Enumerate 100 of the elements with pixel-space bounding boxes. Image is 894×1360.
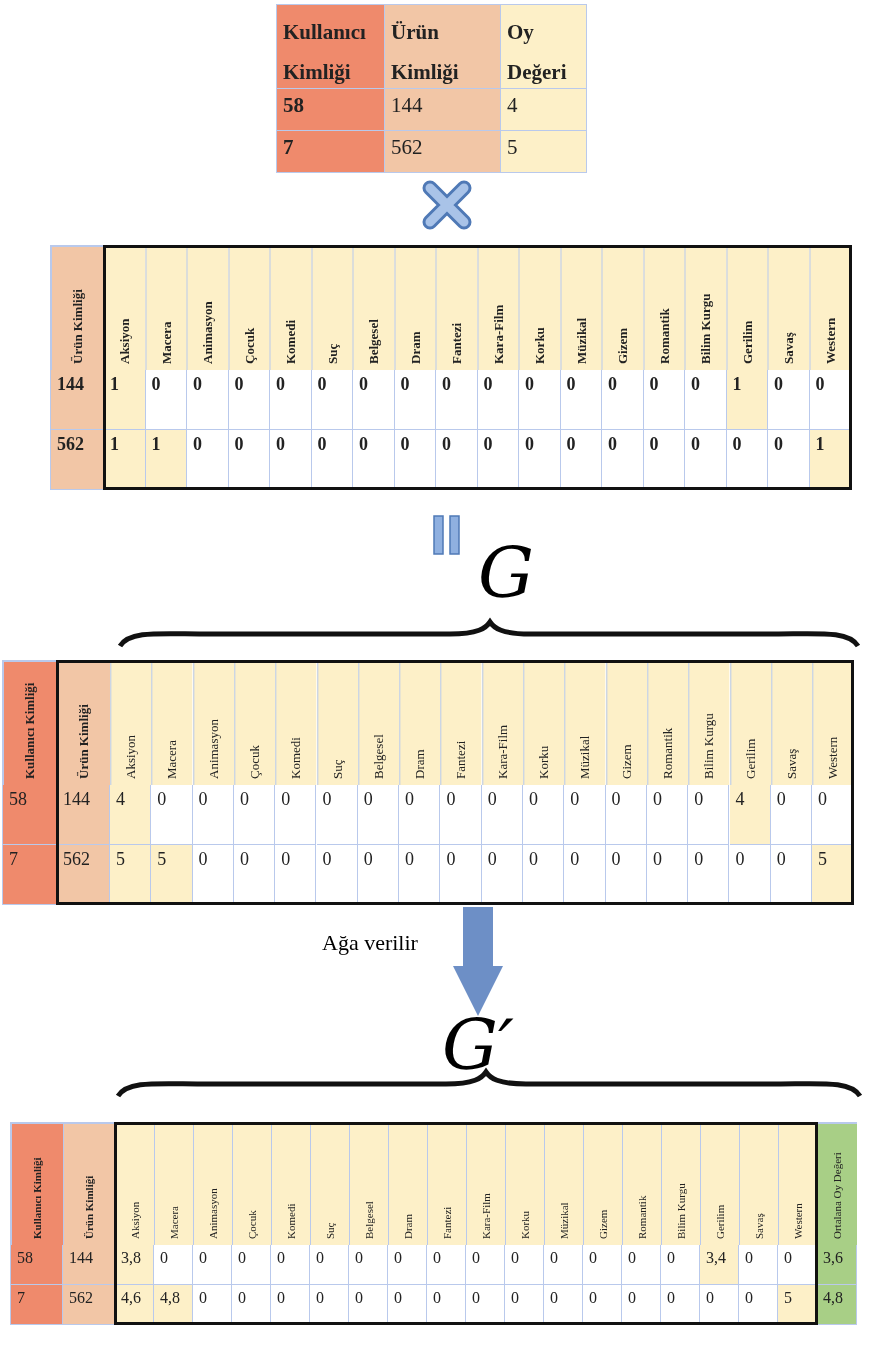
column-header: Western (809, 246, 851, 370)
table-cell: 144 (63, 1245, 115, 1285)
math-symbol: G (478, 538, 534, 608)
table-cell: 0 (310, 1245, 349, 1285)
column-header: Aksiyon (115, 1123, 154, 1245)
column-header: Savaş (739, 1123, 778, 1245)
column-header: Romantik (622, 1123, 661, 1245)
column-header: Western (778, 1123, 817, 1245)
column-header: Kullanıcı Kimliği (277, 5, 385, 89)
table-cell: 0 (399, 785, 441, 845)
column-header: Korku (505, 1123, 544, 1245)
math-symbol: G′ (442, 1010, 514, 1080)
column-header: Animasyon (193, 1123, 232, 1245)
table-cell: 5 (501, 131, 587, 173)
table-cell: 562 (57, 845, 110, 905)
column-header: Animasyon (187, 246, 229, 370)
table-cell: 0 (440, 785, 482, 845)
table-cell: 144 (385, 89, 501, 131)
column-header: Gizem (602, 246, 644, 370)
table-cell: 0 (311, 370, 353, 430)
table-cell: 7 (11, 1285, 63, 1325)
column-header: Macera (154, 1123, 193, 1245)
table-cell: 0 (602, 370, 644, 430)
table-cell: 3,6 (817, 1245, 857, 1285)
column-header: Oy Değeri (501, 5, 587, 89)
column-header: Ürün Kimliği (57, 661, 110, 785)
column-header: Bilim Kurgu (685, 246, 727, 370)
table-cell: 0 (151, 785, 193, 845)
table-cell: 0 (349, 1245, 388, 1285)
table-cell: 0 (466, 1245, 505, 1285)
table-cell: 0 (481, 785, 523, 845)
column-header: Savaş (770, 661, 813, 785)
column-header: Suç (311, 246, 353, 370)
column-header: Kara-Film (466, 1123, 505, 1245)
data-table (10, 1122, 857, 1325)
table-cell: 0 (688, 785, 730, 845)
column-header: Belgesel (349, 1123, 388, 1245)
table-cell: 0 (353, 370, 395, 430)
table-cell: 0 (622, 1245, 661, 1285)
column-header: Ürün Kimliği (63, 1123, 115, 1245)
column-header: Gizem (605, 661, 647, 785)
table-cell: 0 (544, 1245, 583, 1285)
table-cell: 0 (560, 370, 602, 430)
table-cell: 0 (768, 370, 810, 430)
column-header: Aksiyon (104, 246, 146, 370)
table-cell: 0 (436, 370, 478, 430)
column-header: Kullanıcı Kimliği (11, 1123, 63, 1245)
table-cell: 0 (154, 1245, 193, 1285)
column-header: Romantik (646, 661, 689, 785)
table-cell: 4 (729, 785, 771, 845)
column-header: Gerilim (729, 661, 771, 785)
column-header: Bilim Kurgu (661, 1123, 700, 1245)
table-cell: 5 (151, 845, 193, 905)
table-cell: 0 (685, 370, 727, 430)
column-header: Korku (523, 661, 565, 785)
table-cell: 0 (770, 785, 813, 845)
column-header: Komedi (270, 246, 312, 370)
table-cell: 1 (104, 370, 146, 430)
table-cell: 0 (193, 1245, 232, 1285)
table-cell: 0 (739, 1245, 778, 1285)
column-header: Çocuk (228, 246, 270, 370)
table-cell: 0 (232, 1245, 271, 1285)
table-cell: 0 (316, 785, 358, 845)
table-cell: 58 (11, 1245, 63, 1285)
column-header: Kara-Film (481, 661, 523, 785)
table-cell: 0 (519, 370, 561, 430)
column-header: Gerilim (726, 246, 768, 370)
table-cell: 0 (643, 370, 685, 430)
column-header: Komedi (275, 661, 317, 785)
table-cell: 0 (583, 1245, 622, 1285)
table-cell: 4,6 (115, 1285, 154, 1325)
table-cell: 4 (501, 89, 587, 131)
column-header: Fantezi (436, 246, 478, 370)
column-header: Kullanıcı Kimliği (3, 661, 57, 785)
table-cell: 144 (51, 370, 104, 430)
table-cell: 0 (646, 785, 689, 845)
table-cell: 1 (104, 430, 146, 490)
table-cell: 5 (110, 845, 152, 905)
column-header: Romantik (643, 246, 685, 370)
table-cell: 5 (778, 1285, 817, 1325)
column-header: Müzikal (564, 661, 606, 785)
column-header: Müzikal (560, 246, 602, 370)
table-cell: 0 (477, 370, 519, 430)
table-cell: 0 (505, 1245, 544, 1285)
table-cell: 0 (192, 785, 234, 845)
table-cell: 0 (270, 370, 312, 430)
column-header: Dram (388, 1123, 427, 1245)
column-header: Kara-Film (477, 246, 519, 370)
table-cell: 58 (277, 89, 385, 131)
column-header: Belgesel (357, 661, 400, 785)
table-cell: 0 (357, 785, 400, 845)
table-cell: 4,8 (817, 1285, 857, 1325)
table-cell: 1 (726, 370, 768, 430)
column-header: Savaş (768, 246, 810, 370)
column-header: Animasyon (192, 661, 234, 785)
table-cell: 4,8 (154, 1285, 193, 1325)
table-cell: 0 (427, 1245, 466, 1285)
column-header: Çocuk (233, 661, 276, 785)
table-cell: 0 (388, 1245, 427, 1285)
table-cell: 3,4 (700, 1245, 739, 1285)
